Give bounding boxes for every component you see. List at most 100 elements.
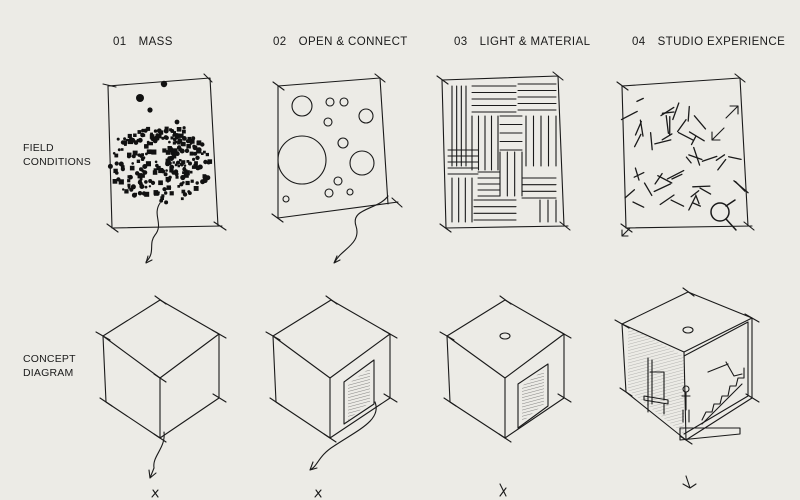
mass-dot [184,148,190,153]
mass-dot [140,157,145,161]
mass-dot [159,167,163,171]
mass-square [151,151,155,155]
mass-square [156,165,161,171]
field-studio-dashes [622,98,749,210]
mass-square [177,141,181,145]
movement-dash [666,116,668,134]
mass-dot [164,191,168,195]
mass-dot [200,142,205,147]
mass-dot [168,175,172,179]
mass-square [207,159,213,164]
mass-square [127,152,132,158]
mass-square [201,152,204,155]
mass-square [127,186,131,189]
mass-dot [148,185,152,188]
easel [648,358,664,406]
row-label-line: DIAGRAM [23,367,74,379]
column-title: LIGHT & MATERIAL [479,36,591,48]
movement-dash [718,160,726,170]
mass-dot [116,137,120,141]
mass-square [137,130,142,134]
mass-dot [188,191,192,196]
mass-dot [114,161,119,166]
movement-dash [673,103,679,120]
mass-square [169,128,172,132]
mass-dot [150,180,156,185]
field-light-hatch [448,84,556,222]
field-light-frame [437,72,570,232]
row-label-line: CONDITIONS [23,156,91,168]
desk [644,396,668,414]
mass-dot [182,126,186,130]
mass-square [127,175,131,179]
movement-dash [694,148,700,166]
mass-dot [182,136,187,141]
opening-shade [348,368,370,420]
mass-square [112,179,118,184]
mass-square [172,141,176,145]
mass-dot [195,181,199,185]
mass-square [183,172,189,178]
movement-dash [736,182,745,192]
movement-dash [637,98,643,101]
movement-dash [678,120,686,132]
mass-dot [195,165,201,171]
mass-square [124,189,129,194]
column-title: MASS [138,36,173,48]
mass-dot [165,169,168,172]
mass-square [137,173,143,178]
mass-square [187,139,191,144]
movement-dash [633,202,644,207]
mass-square [149,141,153,146]
movement-dash [635,168,639,180]
mass-square [190,179,194,183]
mass-square [141,153,144,157]
arrowhead [146,256,152,263]
staircase [702,368,744,420]
mass-dot [169,164,175,170]
mass-square [177,164,180,168]
field-open-curve [335,196,388,262]
concept-cube-light [440,296,571,496]
field-mass-dots [107,80,213,205]
mass-dot [157,191,160,194]
mass-square [170,136,174,140]
mass-dot [147,107,153,113]
interior-shade [628,326,684,434]
mass-square [153,168,157,172]
mass-dot [163,128,169,134]
mass-square [165,150,171,155]
mass-square [181,160,186,165]
mass-dot [144,185,148,189]
mass-square [203,150,206,154]
mass-square [176,127,182,132]
mass-square [181,142,186,147]
movement-dash [679,133,694,141]
mass-dot [159,198,164,203]
mass-square [128,139,134,145]
mass-dot [115,154,118,158]
mass-square [179,159,182,162]
mass-square [127,183,131,187]
mass-square [196,149,200,154]
mass-dot [171,170,176,175]
mass-dot [136,94,144,102]
movement-dash [689,197,696,210]
movement-dash [636,122,642,135]
movement-dash [693,186,710,187]
mass-square [158,180,163,186]
mass-square [181,189,186,194]
mass-dot [137,191,143,196]
mass-square [134,192,137,196]
mass-dot [183,166,186,170]
mass-dot [169,149,173,153]
movement-dash [661,107,674,115]
mass-square [175,175,179,179]
column-number: 04 [632,36,646,48]
mass-square [113,168,118,174]
movement-dash [693,203,700,206]
movement-dash [689,155,702,160]
